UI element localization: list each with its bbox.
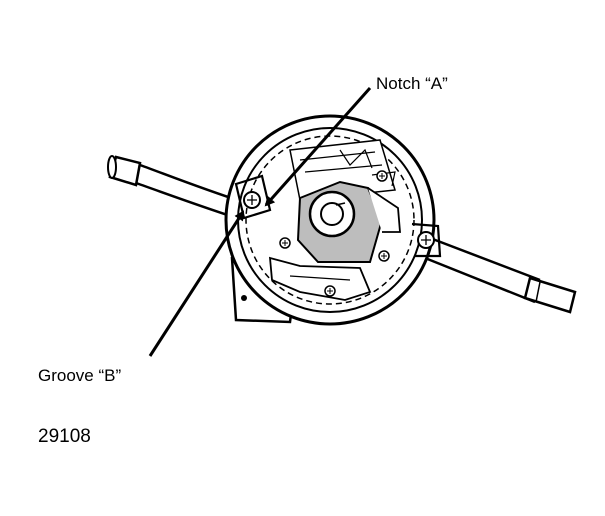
figure-number: 29108 (38, 426, 91, 447)
right-stalk (424, 236, 577, 314)
notch-a-arrow (264, 87, 372, 207)
screw-right (417, 231, 435, 249)
screw-notch-side (243, 191, 261, 209)
groove-b-label: Groove “B” (38, 366, 122, 385)
screw-inner-right (378, 250, 390, 262)
groove-b-arrow (148, 210, 245, 357)
notch-a-label: Notch “A” (376, 74, 448, 93)
screw-inner-left (279, 237, 291, 249)
screw-inner-top (376, 170, 388, 182)
left-harness (107, 155, 244, 222)
switch-assembly (224, 114, 442, 326)
screw-inner-bottom (324, 285, 336, 297)
